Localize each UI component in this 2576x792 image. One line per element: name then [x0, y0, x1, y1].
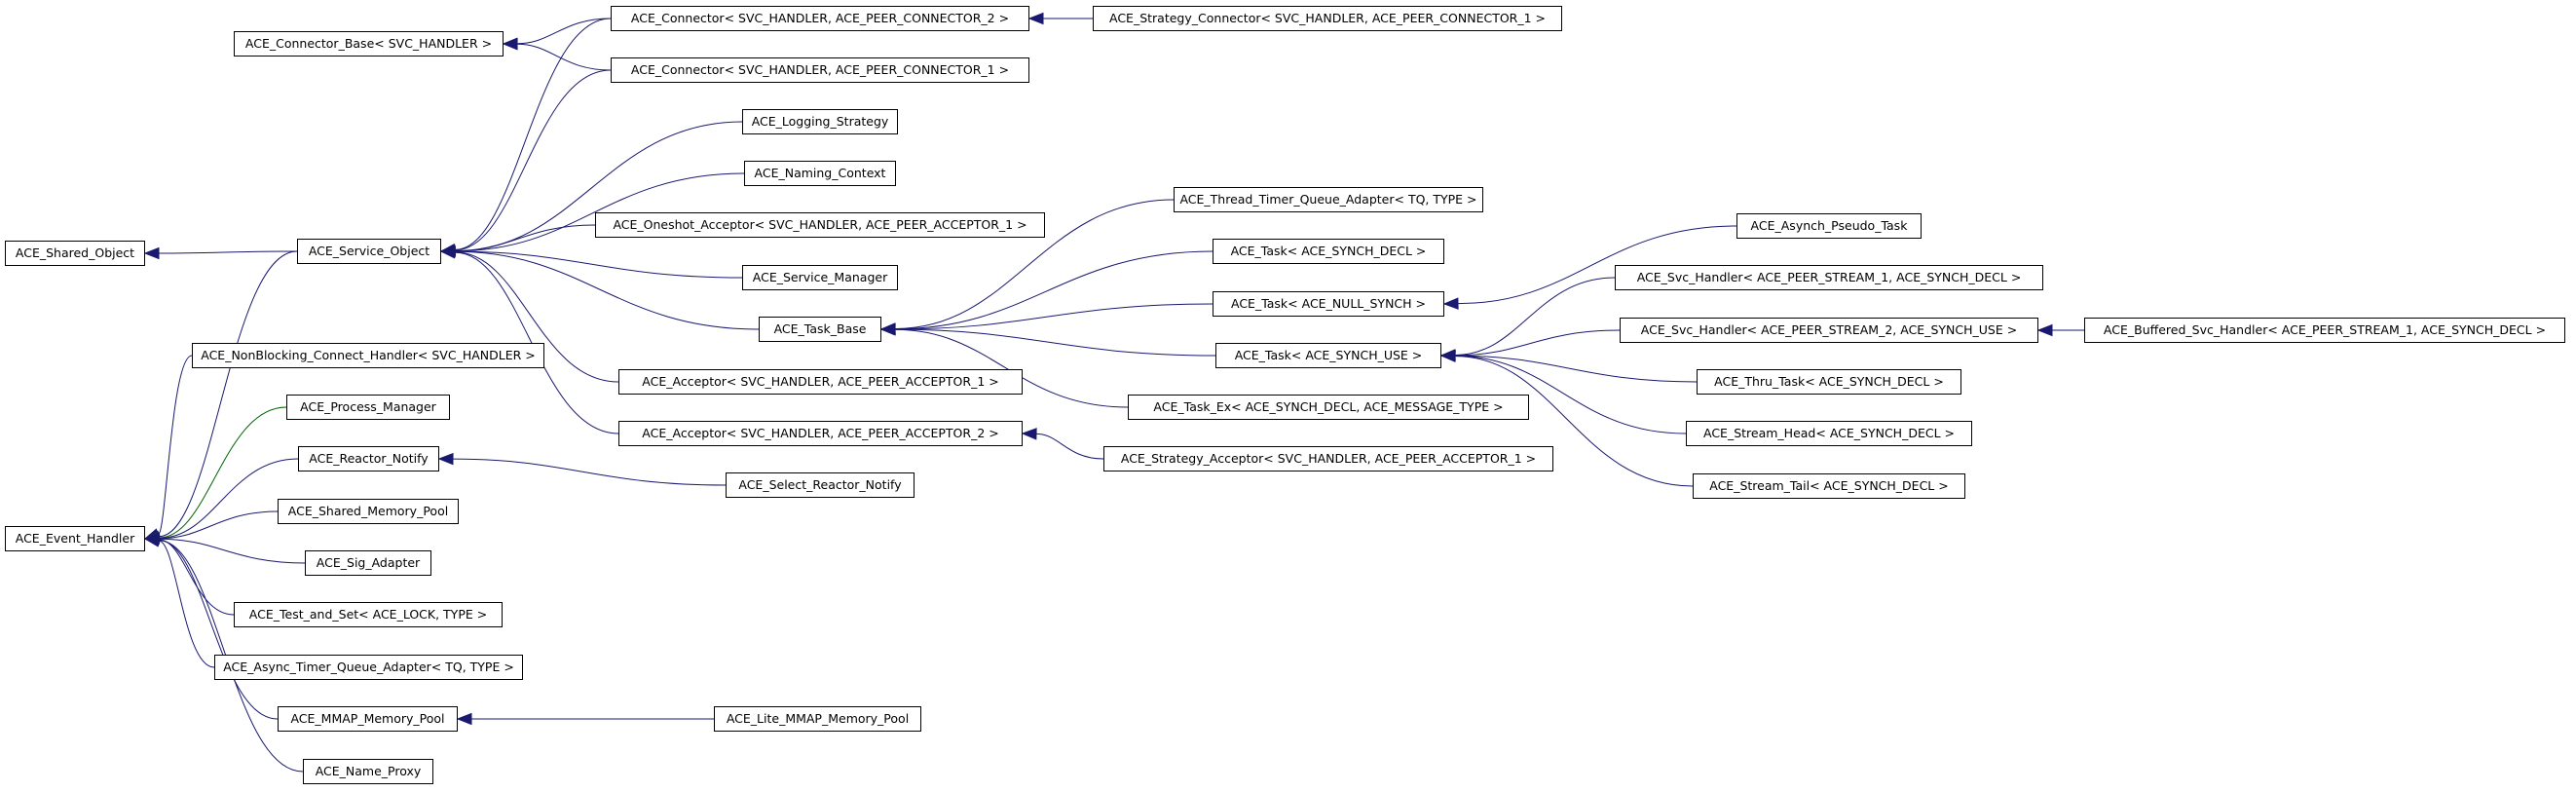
inheritance-arrowhead	[456, 712, 472, 726]
inheritance-edge	[454, 172, 745, 252]
inheritance-arrowhead	[2036, 323, 2053, 337]
node-ace-stream-tail[interactable]: ACE_Stream_Tail< ACE_SYNCH_DECL >	[1693, 473, 1965, 499]
node-ace-connector-base[interactable]: ACE_Connector_Base< SVC_HANDLER >	[234, 31, 504, 57]
node-ace-connector-peer-connector-1[interactable]: ACE_Connector< SVC_HANDLER, ACE_PEER_CON…	[611, 57, 1029, 83]
inheritance-edge	[454, 224, 596, 252]
inheritance-edge	[454, 69, 612, 251]
node-ace-mmap-memory-pool[interactable]: ACE_MMAP_Memory_Pool	[278, 706, 458, 732]
inheritance-edge	[158, 540, 215, 668]
inheritance-edge	[454, 18, 612, 250]
inheritance-edge	[894, 199, 1175, 329]
inheritance-edge	[1454, 277, 1616, 356]
inheritance-edge	[894, 328, 1129, 408]
inheritance-arrowhead	[1021, 428, 1037, 440]
node-ace-process-manager[interactable]: ACE_Process_Manager	[286, 395, 450, 420]
node-ace-lite-mmap-memory-pool[interactable]: ACE_Lite_MMAP_Memory_Pool	[714, 706, 921, 732]
inheritance-edge	[158, 458, 299, 539]
inheritance-edge	[158, 406, 287, 539]
inheritance-edge	[454, 251, 619, 383]
node-ace-stream-head[interactable]: ACE_Stream_Head< ACE_SYNCH_DECL >	[1686, 421, 1972, 446]
node-ace-task-synch-decl[interactable]: ACE_Task< ACE_SYNCH_DECL >	[1213, 239, 1444, 264]
node-ace-test-and-set[interactable]: ACE_Test_and_Set< ACE_LOCK, TYPE >	[234, 602, 503, 627]
inheritance-edge	[454, 251, 619, 434]
inheritance-edge	[158, 250, 298, 254]
node-ace-acceptor-peer-acceptor-2[interactable]: ACE_Acceptor< SVC_HANDLER, ACE_PEER_ACCE…	[618, 421, 1023, 446]
node-ace-buffered-svc-handler[interactable]: ACE_Buffered_Svc_Handler< ACE_PEER_STREA…	[2084, 318, 2565, 343]
node-ace-shared-memory-pool[interactable]: ACE_Shared_Memory_Pool	[278, 499, 459, 524]
node-ace-strategy-acceptor[interactable]: ACE_Strategy_Acceptor< SVC_HANDLER, ACE_…	[1103, 446, 1553, 471]
node-ace-service-object[interactable]: ACE_Service_Object	[297, 239, 441, 264]
node-ace-svc-handler-peer-stream-2[interactable]: ACE_Svc_Handler< ACE_PEER_STREAM_2, ACE_…	[1620, 318, 2038, 343]
inheritance-edge	[454, 250, 743, 279]
inheritance-edge	[158, 250, 298, 538]
inheritance-edge	[1454, 355, 1687, 434]
inheritance-arrowhead	[1027, 12, 1044, 25]
inheritance-edge	[452, 458, 727, 486]
node-ace-select-reactor-notify[interactable]: ACE_Select_Reactor_Notify	[726, 472, 915, 498]
inheritance-edge	[894, 328, 1216, 357]
inheritance-arrowhead	[439, 246, 457, 259]
inheritance-edge	[157, 355, 193, 535]
inheritance-arrowhead	[437, 452, 454, 466]
node-ace-reactor-notify[interactable]: ACE_Reactor_Notify	[298, 446, 439, 471]
node-ace-async-timer-queue-adapter[interactable]: ACE_Async_Timer_Queue_Adapter< TQ, TYPE …	[214, 655, 523, 680]
node-ace-task-synch-use[interactable]: ACE_Task< ACE_SYNCH_USE >	[1215, 343, 1441, 368]
node-ace-thru-task[interactable]: ACE_Thru_Task< ACE_SYNCH_DECL >	[1697, 369, 1961, 395]
node-ace-asynch-pseudo-task[interactable]: ACE_Asynch_Pseudo_Task	[1736, 213, 1922, 239]
inheritance-edge	[454, 250, 760, 330]
node-ace-sig-adapter[interactable]: ACE_Sig_Adapter	[305, 550, 431, 576]
inheritance-edge	[158, 510, 279, 540]
node-ace-event-handler[interactable]: ACE_Event_Handler	[5, 526, 145, 551]
node-ace-naming-context[interactable]: ACE_Naming_Context	[744, 161, 896, 186]
inheritance-arrowhead	[879, 323, 896, 336]
inheritance-arrowhead	[1442, 297, 1459, 310]
node-ace-nonblocking-connect-handler[interactable]: ACE_NonBlocking_Connect_Handler< SVC_HAN…	[192, 343, 544, 368]
node-ace-task-base[interactable]: ACE_Task_Base	[759, 317, 881, 342]
node-ace-oneshot-acceptor[interactable]: ACE_Oneshot_Acceptor< SVC_HANDLER, ACE_P…	[595, 212, 1045, 238]
node-ace-shared-object[interactable]: ACE_Shared_Object	[5, 241, 145, 266]
inheritance-edge	[1457, 225, 1737, 305]
node-ace-connector-peer-connector-2[interactable]: ACE_Connector< SVC_HANDLER, ACE_PEER_CON…	[611, 6, 1029, 31]
inheritance-edge	[1454, 355, 1698, 383]
inheritance-edge	[1035, 433, 1104, 460]
inheritance-arrowhead	[143, 246, 160, 260]
node-ace-thread-timer-queue-adapter[interactable]: ACE_Thread_Timer_Queue_Adapter< TQ, TYPE…	[1174, 187, 1483, 212]
node-ace-svc-handler-peer-stream-1[interactable]: ACE_Svc_Handler< ACE_PEER_STREAM_1, ACE_…	[1615, 265, 2043, 290]
node-ace-name-proxy[interactable]: ACE_Name_Proxy	[303, 759, 433, 784]
node-ace-logging-strategy[interactable]: ACE_Logging_Strategy	[742, 109, 898, 134]
inheritance-edge	[1454, 356, 1694, 487]
inheritance-edge	[894, 250, 1213, 330]
inheritance-edge	[1454, 329, 1621, 357]
inheritance-edge	[158, 540, 279, 720]
node-ace-acceptor-peer-acceptor-1[interactable]: ACE_Acceptor< SVC_HANDLER, ACE_PEER_ACCE…	[618, 369, 1023, 395]
inheritance-arrowhead	[1439, 350, 1456, 362]
node-ace-task-null-synch[interactable]: ACE_Task< ACE_NULL_SYNCH >	[1213, 291, 1444, 317]
inheritance-edge	[894, 303, 1213, 330]
node-ace-strategy-connector[interactable]: ACE_Strategy_Connector< SVC_HANDLER, ACE…	[1093, 6, 1562, 31]
node-ace-service-manager[interactable]: ACE_Service_Manager	[742, 265, 898, 290]
node-ace-task-ex[interactable]: ACE_Task_Ex< ACE_SYNCH_DECL, ACE_MESSAGE…	[1128, 395, 1529, 420]
inheritance-edge	[158, 538, 306, 564]
inheritance-arrowhead	[502, 38, 518, 51]
inheritance-edge	[516, 18, 612, 45]
inheritance-edge	[516, 43, 612, 71]
inheritance-arrowhead	[143, 534, 161, 547]
